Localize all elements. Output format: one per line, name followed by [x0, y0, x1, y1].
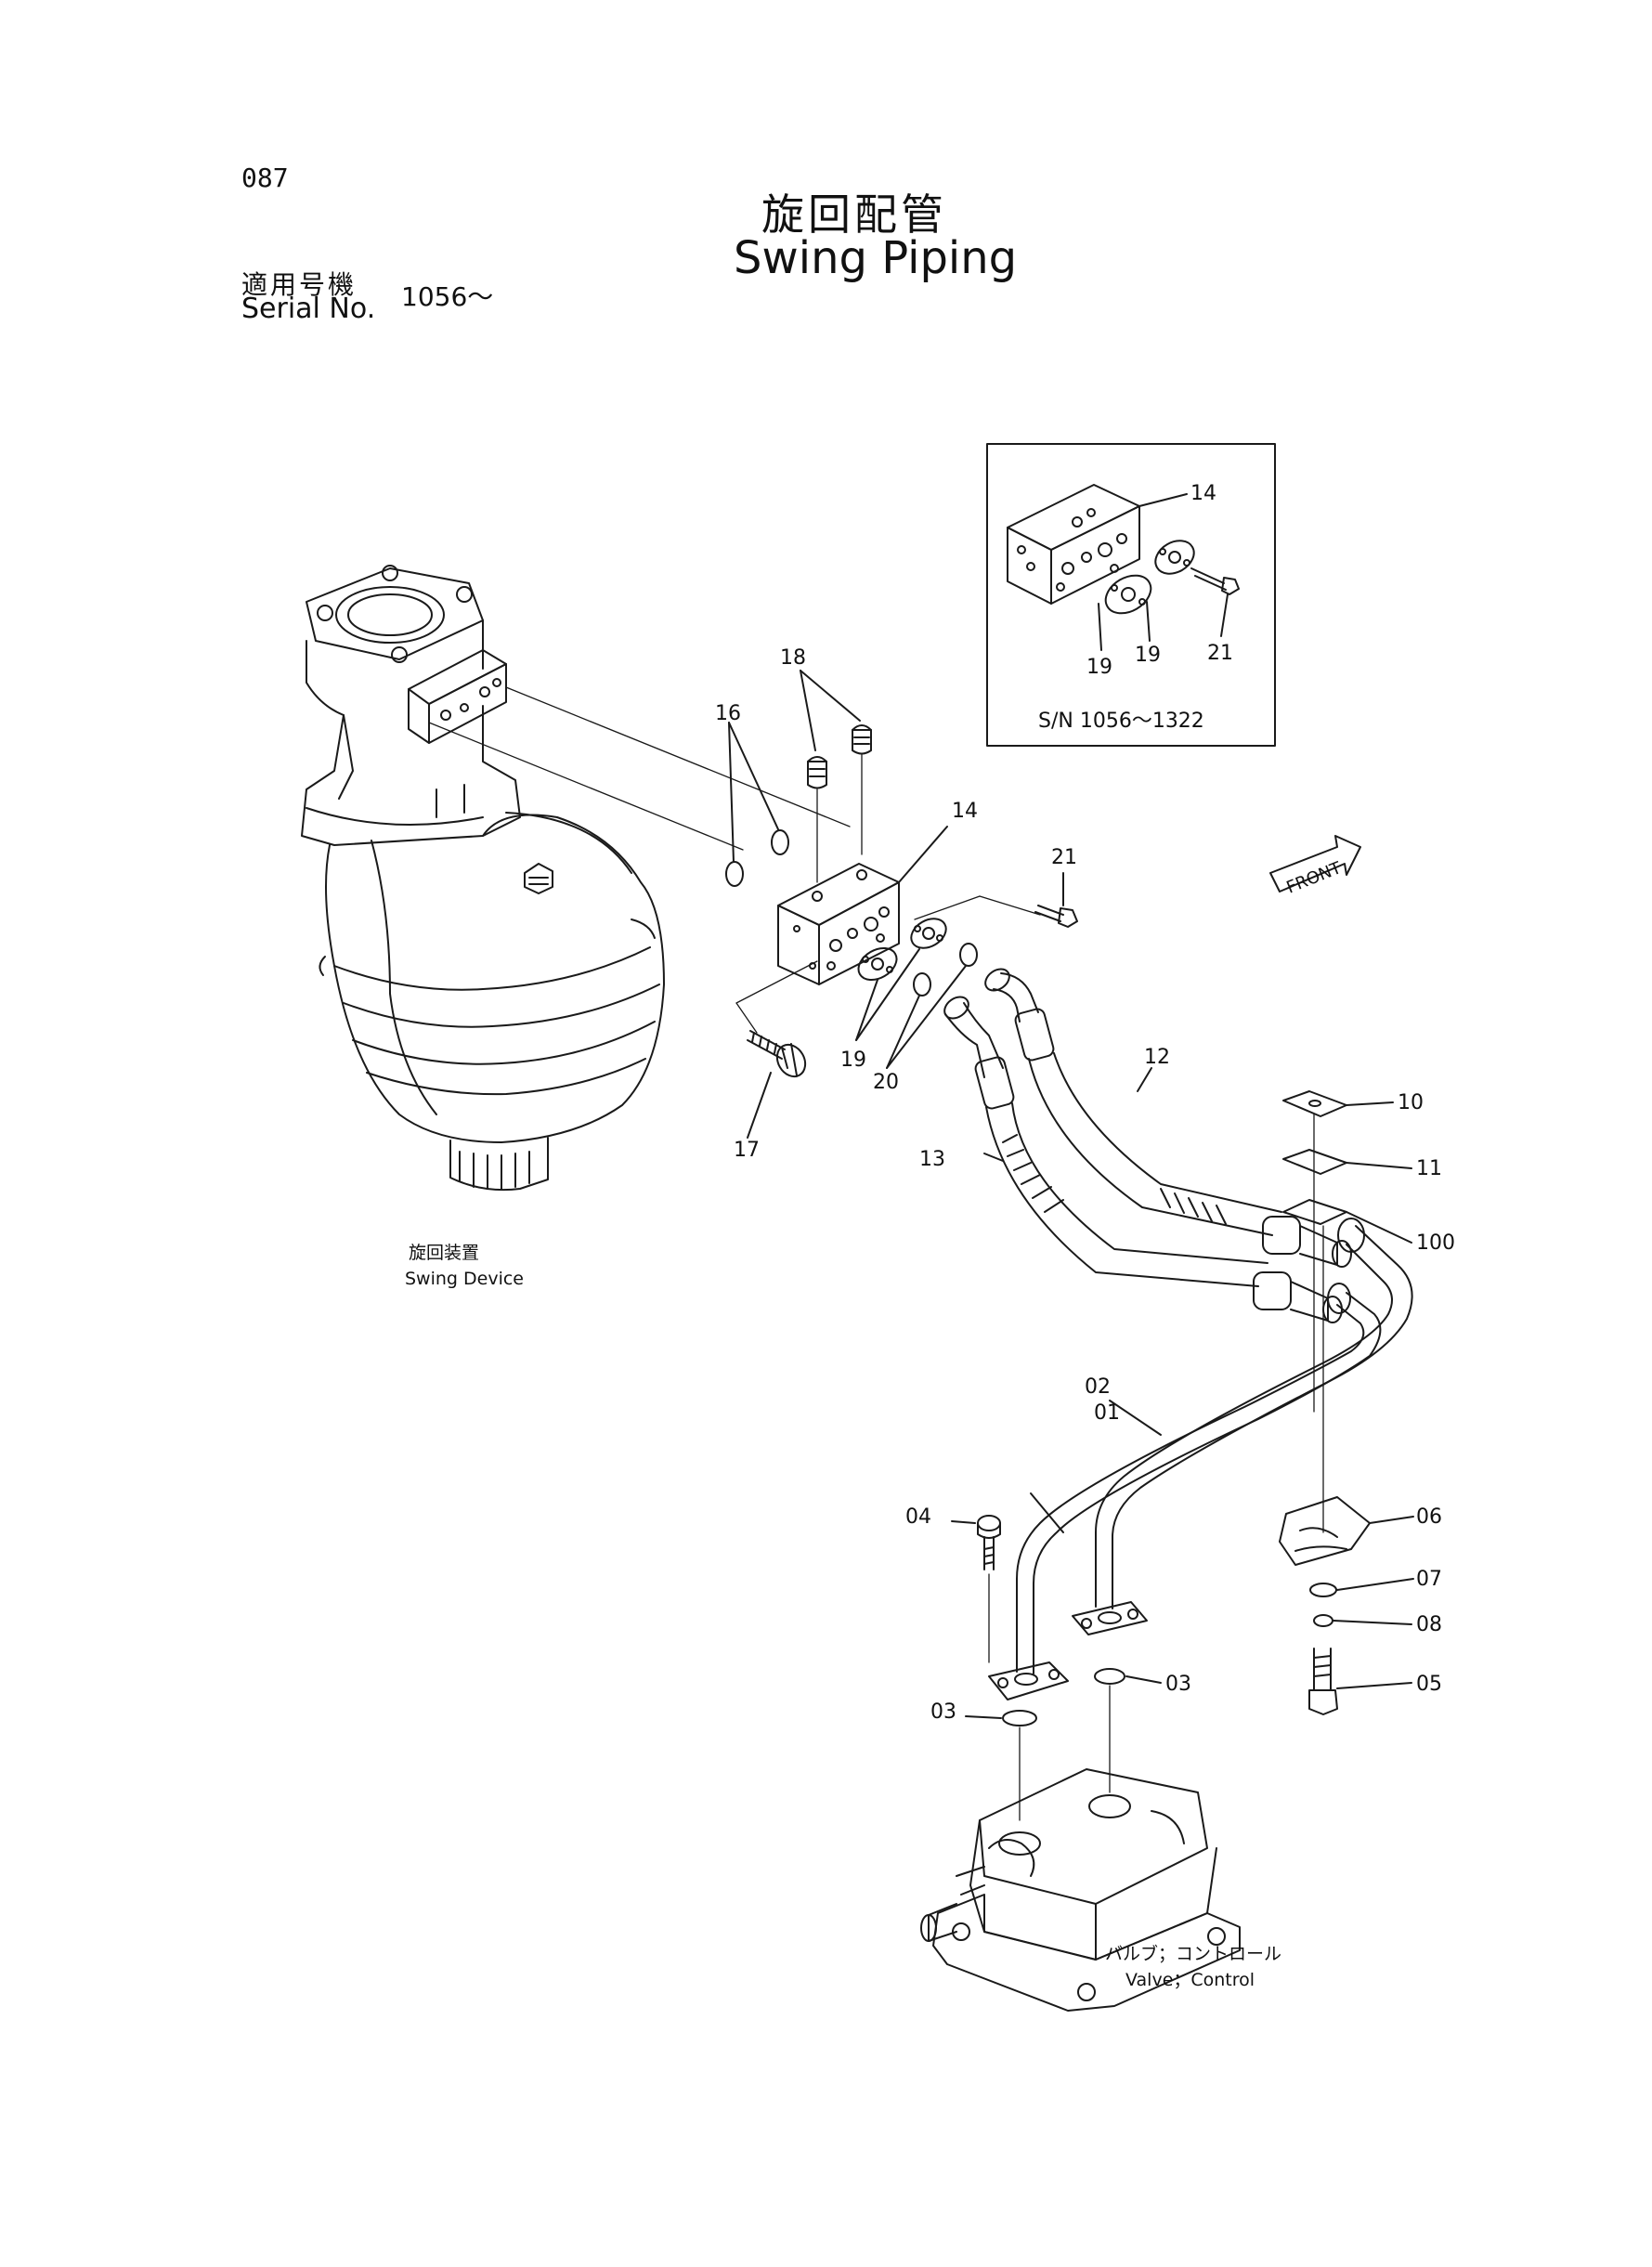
manifold-block: [777, 863, 900, 985]
hose-13: [943, 996, 1268, 1287]
front-direction-arrow: FRONT: [1269, 835, 1361, 898]
part-label-01: 01: [1094, 1401, 1120, 1425]
part-label-14: 14: [952, 800, 978, 823]
part-label-05: 05: [1416, 1673, 1442, 1696]
part-label-02: 02: [1085, 1375, 1111, 1399]
inset-label-19b: 19: [1135, 644, 1161, 667]
pipe-flange-right: [1072, 1601, 1148, 1635]
page-number: 087: [241, 163, 289, 193]
part-label-12: 12: [1144, 1046, 1170, 1069]
inset-flange-lower: [1104, 574, 1152, 615]
part-label-16: 16: [715, 702, 741, 725]
inset-manifold-block: [1007, 484, 1140, 605]
part-label-04: 04: [905, 1505, 931, 1529]
serial-label: Serial No.: [241, 293, 376, 325]
inset-label-21: 21: [1207, 642, 1233, 665]
washer-08: [1313, 1614, 1412, 1627]
swing-device-port-block: [408, 649, 507, 744]
part-label-08: 08: [1416, 1613, 1442, 1636]
flange-19-a: [857, 946, 898, 982]
inset-caption: S/N 1056～1322: [1038, 710, 1204, 733]
swing-device: [301, 565, 665, 1192]
o-ring-16-b: [725, 861, 744, 887]
inset-label-19a: 19: [1086, 656, 1112, 679]
part-label-06: 06: [1416, 1505, 1442, 1529]
inset-frame: [986, 443, 1276, 747]
washer-07: [1309, 1578, 1414, 1597]
part-label-13: 13: [919, 1148, 945, 1171]
o-ring-16-a: [771, 829, 789, 855]
page-title-japanese: 旋回配管: [761, 189, 947, 240]
control-valve: [920, 1768, 1241, 2012]
plug-18-a: [807, 756, 827, 883]
o-ring-20-a: [913, 972, 931, 997]
part-label-03-right: 03: [1165, 1673, 1191, 1696]
inset-label-14: 14: [1190, 482, 1216, 505]
part-label-100: 100: [1416, 1231, 1455, 1255]
swing-device-label-japanese: 旋回装置: [409, 1243, 479, 1263]
bolt-04: [977, 1515, 1001, 1663]
hose-end-fittings: [1253, 1216, 1352, 1323]
inset-bolt: [1190, 567, 1240, 595]
part-label-03-left: 03: [930, 1700, 956, 1724]
part-label-21: 21: [1051, 846, 1077, 869]
page-title: Swing Piping: [734, 232, 1018, 284]
part-label-20: 20: [873, 1071, 899, 1094]
pipe-flange-left: [988, 1661, 1069, 1700]
hose-12: [984, 968, 1282, 1236]
bolt-05: [1308, 1648, 1412, 1715]
inset-flange-upper: [1154, 540, 1195, 575]
bolt-21: [1034, 905, 1078, 928]
valve-label-japanese: バルブ；コントロール: [1105, 1943, 1281, 1964]
projection-lines: [428, 686, 1041, 1034]
part-label-18: 18: [780, 646, 806, 670]
plate-100: [1282, 1199, 1412, 1244]
plug-18-b: [852, 724, 872, 855]
part-label-11: 11: [1416, 1157, 1442, 1180]
plate-10: [1282, 1090, 1394, 1117]
pipe-01: [1016, 1283, 1382, 1674]
swing-device-label: Swing Device: [405, 1269, 524, 1289]
o-ring-20-b: [959, 943, 978, 967]
clamp-06: [1279, 1496, 1414, 1566]
serial-value: 1056～: [401, 281, 494, 312]
inset-detail: 14 19 19 21 S/N 1056～1322: [986, 443, 1276, 747]
valve-label: Valve；Control: [1125, 1970, 1255, 1990]
part-label-19: 19: [840, 1049, 866, 1072]
part-label-17: 17: [734, 1139, 760, 1162]
part-label-07: 07: [1416, 1568, 1442, 1591]
o-ring-03-right: [1094, 1668, 1125, 1685]
serial-label-japanese: 適用号機: [241, 269, 358, 300]
plate-11: [1282, 1149, 1412, 1175]
part-label-10: 10: [1398, 1091, 1424, 1114]
bolt-17: [747, 1030, 807, 1078]
o-ring-03-left: [1002, 1710, 1037, 1726]
part-number-labels: 01 02 03 03 04 05 06 07 08 10 11 100 12 …: [715, 646, 1455, 1724]
flange-19-b: [910, 918, 947, 949]
